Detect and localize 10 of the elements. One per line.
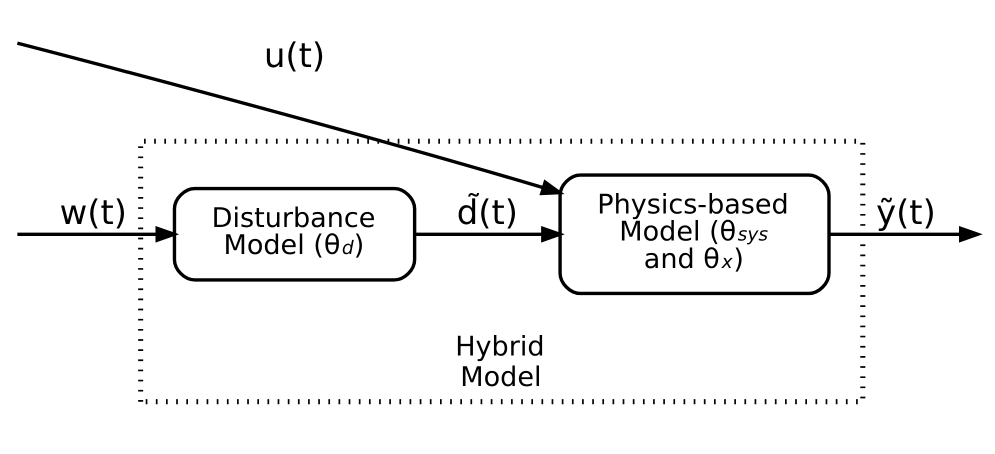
arrow [830,225,983,242]
edge-label: u(t) [264,35,326,74]
node-box: Physics-based Model (θsys and θx) [558,172,831,295]
node-box: Disturbance Model (θd) [172,186,416,282]
edge-label: d̃(t) [456,192,518,232]
edge-label: ỹ(t) [876,192,936,232]
edge-label: w(t) [60,192,127,232]
arrow [16,41,565,195]
arrow [17,225,180,242]
arrow [414,225,565,242]
